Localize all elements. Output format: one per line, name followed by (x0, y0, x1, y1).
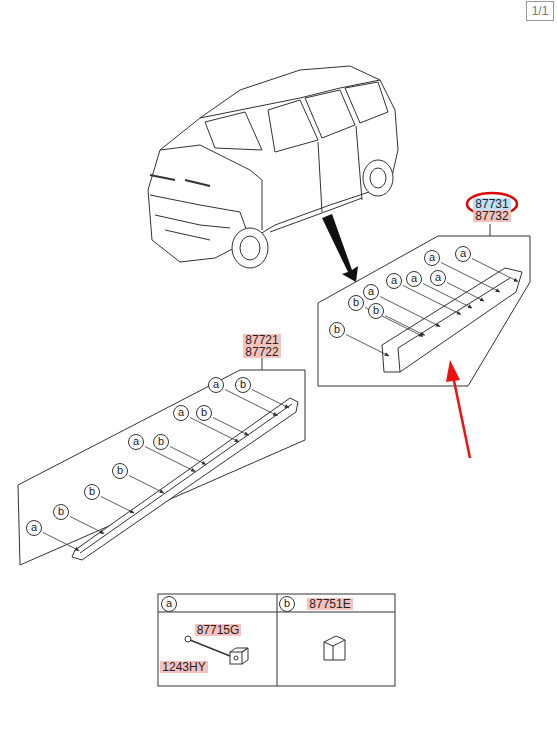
callout-letter: b (84, 484, 100, 500)
leader-line (346, 334, 389, 355)
callout-letter: a (386, 273, 402, 289)
callout-letter: a (173, 405, 189, 421)
callout-letter: a (430, 270, 446, 286)
part-number: 87731 (473, 198, 510, 210)
callout-letter: a (363, 284, 379, 300)
part-number: 1243HY (160, 661, 207, 673)
leader-line (403, 285, 461, 314)
callout-letter: b (112, 463, 128, 479)
leader-line (101, 496, 134, 513)
part-number: 87751E (307, 598, 352, 610)
callout-letter: b (196, 405, 212, 421)
leader-line (423, 283, 472, 307)
leader-line (170, 446, 206, 464)
leader-line (70, 516, 104, 533)
leader-line (145, 446, 195, 471)
part-number: 87715G (195, 624, 242, 636)
part-number: 87721 (243, 334, 280, 346)
callout-letter: a (424, 250, 440, 266)
callout-letter: a (128, 434, 144, 450)
leader-line (252, 389, 289, 407)
callout-letter: a (406, 271, 422, 287)
callout-letter: b (53, 504, 69, 520)
callout-letter: a (455, 246, 471, 262)
part-number: 87732 (473, 210, 510, 222)
leader-line (472, 258, 518, 281)
leader-line (385, 315, 425, 335)
callout-letter: b (279, 596, 295, 612)
callout-letter: a (26, 520, 42, 536)
callout-letter: b (235, 377, 251, 393)
callout-letter: a (161, 596, 177, 612)
leader-line (441, 262, 500, 291)
leader-line (129, 475, 164, 492)
leader-line (190, 417, 239, 441)
leader-line (380, 296, 440, 326)
leader-line (225, 389, 277, 415)
callout-letter: b (153, 434, 169, 450)
leader-line (213, 417, 249, 435)
callout-letter: b (348, 295, 364, 311)
page-number: 1/1 (526, 1, 555, 21)
leader-line (43, 532, 79, 550)
callout-letter: b (329, 322, 345, 338)
part-number: 87722 (243, 346, 280, 358)
callout-letter: a (208, 377, 224, 393)
callout-letter: b (368, 303, 384, 319)
